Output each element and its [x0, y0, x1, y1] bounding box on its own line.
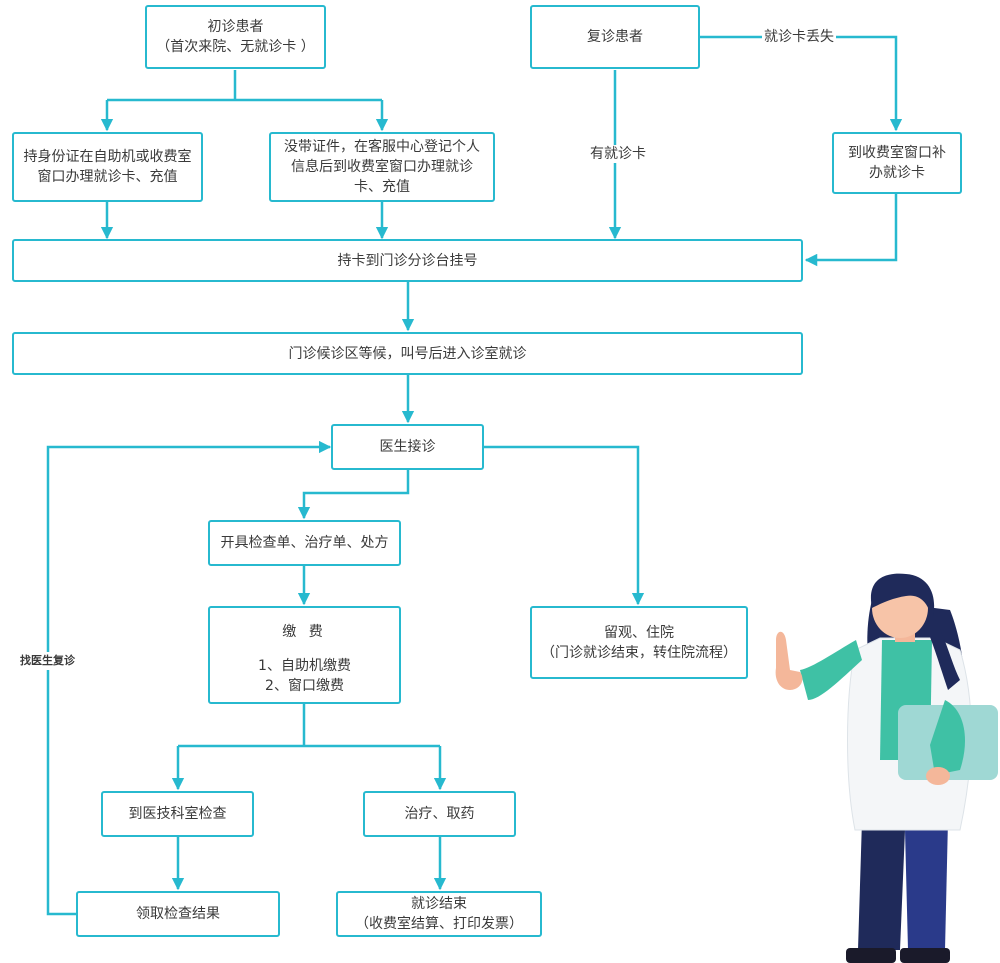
node-replace-card: 到收费室窗口补 办就诊卡 [832, 132, 962, 194]
node-id-card-register: 持身份证在自助机或收费室 窗口办理就诊卡、充值 [12, 132, 203, 202]
exam-text: 到医技科室检查 [128, 806, 227, 822]
edge-results-to-doctor [46, 440, 332, 916]
orders-text: 开具检查单、治疗单、处方 [220, 535, 389, 551]
first-visit-sub: （首次来院、无就诊卡 ） [156, 39, 315, 55]
edge-payment-split [178, 704, 440, 748]
node-registration: 持卡到门诊分诊台挂号 [12, 239, 803, 282]
finish-line1: 就诊结束 [411, 896, 467, 912]
no-id-line2: 信息后到收费室窗口办理就诊 [291, 159, 473, 175]
node-treatment: 治疗、取药 [363, 791, 516, 837]
payment-item-2: 2、窗口缴费 [265, 678, 344, 694]
node-first-visit: 初诊患者 （首次来院、无就诊卡 ） [145, 5, 326, 69]
node-doctor: 医生接诊 [331, 424, 484, 470]
doctor-illustration [775, 573, 998, 963]
observe-line2: （门诊就诊结束，转住院流程） [541, 644, 737, 661]
node-orders: 开具检查单、治疗单、处方 [208, 520, 401, 566]
payment-item-1: 1、自助机缴费 [258, 658, 351, 674]
id-register-line1: 持身份证在自助机或收费室 [23, 149, 192, 165]
node-waiting: 门诊候诊区等候，叫号后进入诊室就诊 [12, 332, 803, 375]
observe-line1: 留观、住院 [604, 624, 674, 641]
node-exam: 到医技科室检查 [101, 791, 254, 837]
treatment-text: 治疗、取药 [404, 806, 475, 822]
edge-doctor-to-orders [297, 470, 410, 520]
payment-title: 缴 费 [282, 624, 327, 640]
edge-label-revisit-doctor: 找医生复诊 [20, 652, 75, 670]
edge-label-has-card: 有就诊卡 [588, 145, 648, 163]
finish-line2: （收费室结算、打印发票） [355, 916, 523, 932]
return-visit-title: 复诊患者 [587, 29, 643, 45]
replace-card-line2: 办就诊卡 [869, 165, 925, 181]
waiting-text: 门诊候诊区等候，叫号后进入诊室就诊 [288, 345, 527, 362]
edge-return-card-lost [700, 35, 903, 132]
edge-doctor-to-observe [484, 445, 645, 606]
id-register-line2: 窗口办理就诊卡、充值 [37, 169, 178, 185]
registration-text: 持卡到门诊分诊台挂号 [337, 252, 478, 269]
results-text: 领取检查结果 [136, 906, 220, 922]
node-observe: 留观、住院 （门诊就诊结束，转住院流程） [530, 606, 748, 679]
edge-first-split [107, 70, 382, 102]
node-results: 领取检查结果 [76, 891, 280, 937]
edge-label-card-lost: 就诊卡丢失 [762, 28, 836, 46]
replace-card-line1: 到收费室窗口补 [848, 145, 946, 161]
edge-replace-to-registration [804, 194, 898, 267]
no-id-line1: 没带证件，在客服中心登记个人 [284, 139, 480, 155]
node-payment: 缴 费 1、自助机缴费 2、窗口缴费 [208, 606, 401, 704]
node-no-id-register: 没带证件，在客服中心登记个人 信息后到收费室窗口办理就诊 卡、充值 [269, 132, 495, 202]
first-visit-title: 初诊患者 [207, 19, 264, 35]
node-return-visit: 复诊患者 [530, 5, 700, 69]
no-id-line3: 卡、充值 [354, 179, 410, 195]
doctor-text: 医生接诊 [379, 439, 436, 455]
node-finish: 就诊结束 （收费室结算、打印发票） [336, 891, 542, 937]
